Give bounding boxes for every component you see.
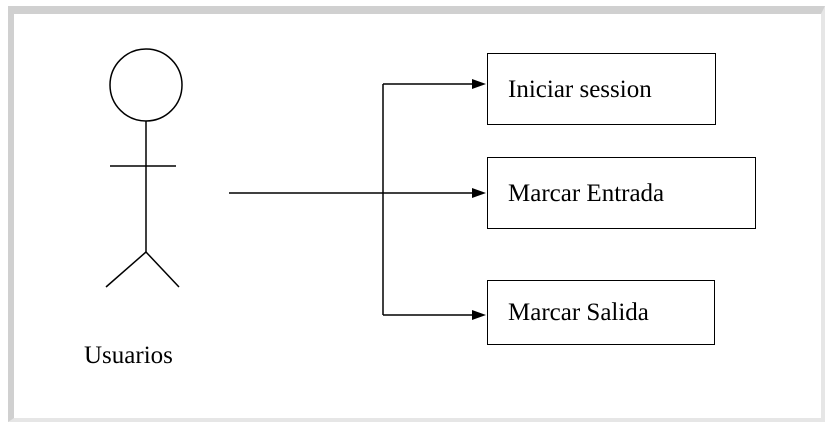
actor-left-leg — [105, 251, 147, 288]
actor-figure — [105, 48, 183, 288]
arrowhead-iniciar-session — [472, 79, 486, 89]
connectors — [229, 83, 472, 316]
arrowhead-marcar-salida — [472, 310, 486, 320]
actor-right-leg — [145, 251, 180, 288]
use-case-label: Iniciar session — [508, 75, 652, 103]
use-case-marcar-salida: Marcar Salida — [487, 280, 715, 345]
arrowhead-marcar-entrada — [472, 188, 486, 198]
arrowheads — [472, 79, 486, 320]
actor-head — [109, 48, 183, 122]
use-case-label: Marcar Entrada — [508, 179, 665, 207]
use-case-marcar-entrada: Marcar Entrada — [487, 157, 756, 229]
actor-label: Usuarios — [84, 342, 173, 369]
use-case-label: Marcar Salida — [508, 299, 649, 326]
use-case-iniciar-session: Iniciar session — [487, 53, 716, 125]
